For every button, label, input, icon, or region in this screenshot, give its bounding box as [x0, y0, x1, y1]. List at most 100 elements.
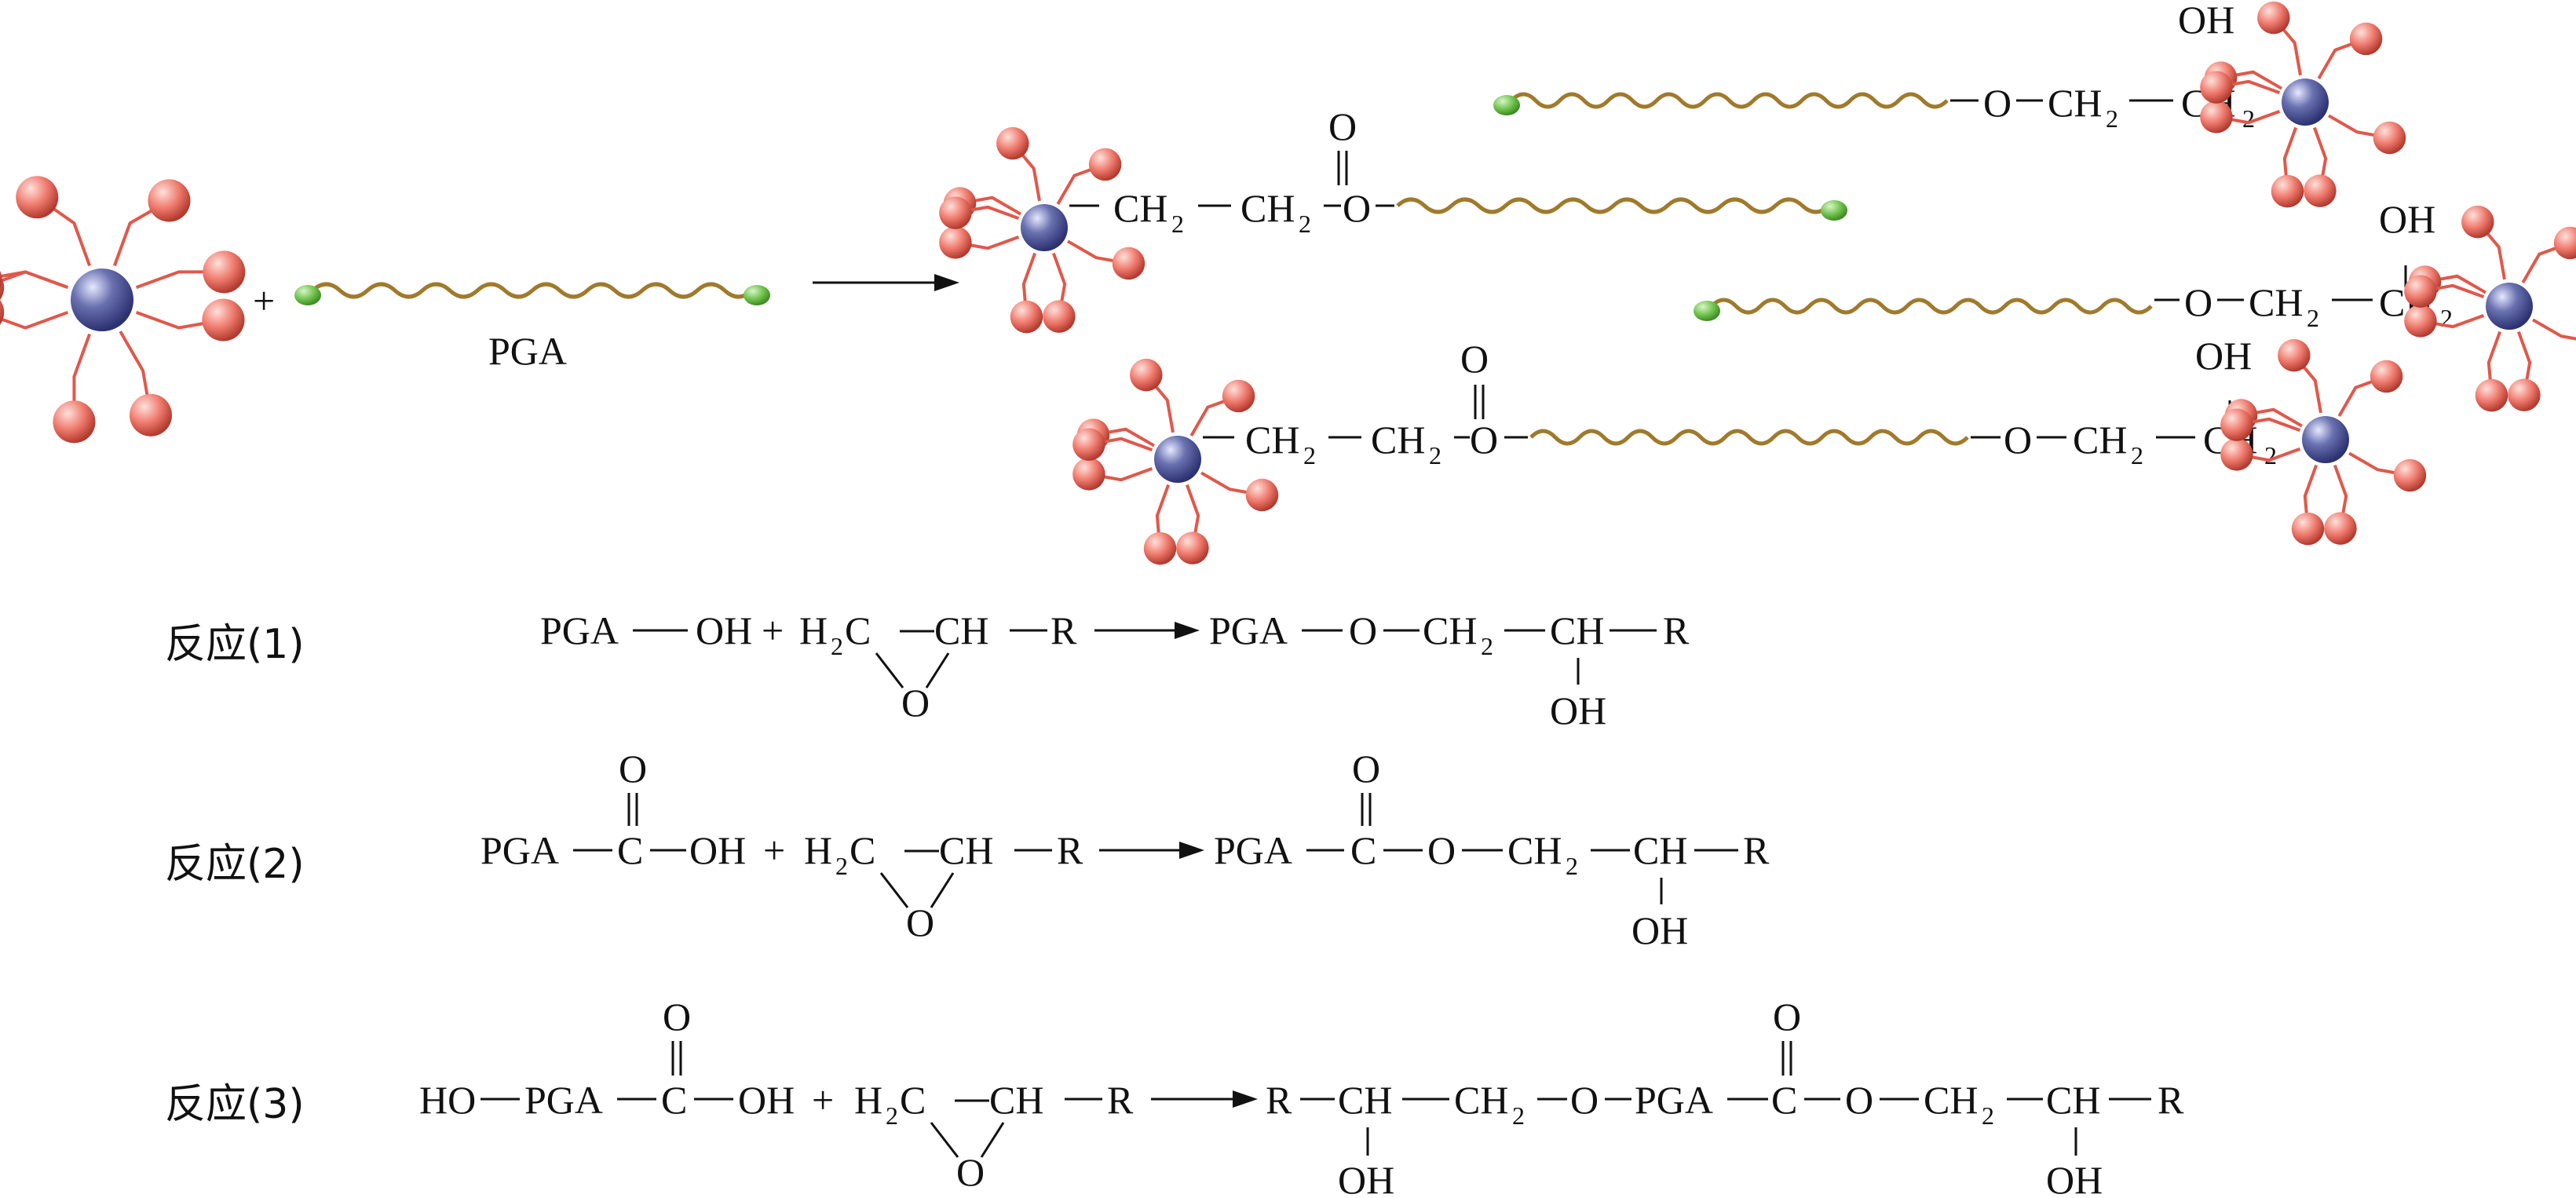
- arm-end-bead: [2393, 458, 2427, 492]
- arm-end-bead: [2508, 378, 2541, 411]
- subscript-2: 2: [1481, 632, 1493, 660]
- epoxide-ring-bond: [980, 1122, 1005, 1158]
- epoxide-ring-bond: [879, 872, 909, 908]
- subscript-2: 2: [886, 1101, 898, 1130]
- ch2-group: CH: [1113, 186, 1167, 230]
- arm-end-bead: [2200, 71, 2233, 104]
- ch2-group: CH: [2249, 280, 2303, 324]
- plus-sign: +: [762, 608, 784, 652]
- hydroxyl-group: OH: [1338, 1158, 1394, 1198]
- ch2-group: CH: [1507, 828, 1562, 872]
- chain-end: [294, 285, 321, 305]
- subscript-2: 2: [1982, 1101, 1994, 1130]
- pga-chain: [311, 282, 754, 299]
- ether-oxygen: O: [1570, 1078, 1599, 1122]
- epoxide-ring-bond: [875, 652, 904, 688]
- chain-end: [744, 285, 770, 305]
- arm-end-bead: [2324, 512, 2357, 545]
- hydroxyl-group: OH: [2195, 334, 2252, 378]
- arrow-head: [1175, 622, 1200, 639]
- arm-end-bead: [2373, 121, 2406, 155]
- plus-sign: +: [812, 1078, 834, 1122]
- arm-end-bead: [129, 393, 173, 436]
- subscript-2: 2: [2264, 441, 2277, 469]
- hydroxyl-group: OH: [2178, 0, 2234, 42]
- arm-end-bead: [1112, 247, 1145, 280]
- ether-oxygen: O: [1349, 608, 1377, 652]
- plus-sign: +: [253, 279, 275, 323]
- reaction-label-3: 反应(3): [165, 1081, 305, 1128]
- arm-end-bead: [2271, 174, 2304, 208]
- arm-end-bead: [203, 250, 246, 294]
- epoxide-ch: CH: [939, 828, 993, 872]
- arm-end-bead: [2220, 438, 2253, 471]
- hydroxyl-group: OH: [1631, 908, 1688, 952]
- arrow-head: [934, 274, 959, 291]
- ch-group: CH: [2046, 1078, 2100, 1122]
- epoxide-ring-bond: [925, 652, 950, 688]
- subscript-2: 2: [831, 632, 843, 660]
- ch2-group: CH: [1371, 418, 1425, 462]
- ether-oxygen: O: [2184, 280, 2212, 324]
- ch-group: CH: [1550, 608, 1604, 652]
- star-arm: [0, 270, 69, 290]
- star-polymer-core: [1072, 358, 1279, 565]
- arm-end-bead: [2200, 100, 2233, 133]
- carbonyl-carbon: C: [1350, 828, 1376, 872]
- ch2-group: CH: [1454, 1078, 1508, 1122]
- epoxide-ring-bond: [930, 872, 955, 908]
- reaction-label-2: 反应(2): [165, 841, 305, 888]
- chain-end: [1694, 301, 1720, 321]
- arm-end-bead: [1130, 358, 1163, 392]
- carbonyl-oxygen: O: [1328, 104, 1357, 148]
- subscript-2: 2: [1299, 210, 1311, 238]
- epoxide-ch: CH: [934, 608, 988, 652]
- ester-oxygen: O: [1470, 418, 1498, 462]
- arm-end-bead: [53, 400, 96, 444]
- arm-end-bead: [2278, 338, 2311, 372]
- hydroxyl-group: OH: [738, 1078, 795, 1122]
- arm-end-bead: [1245, 478, 1279, 512]
- core-sphere: [1154, 436, 1201, 483]
- star-arm: [2532, 318, 2576, 341]
- arm-end-bead: [2257, 1, 2290, 35]
- carbonyl-carbon: C: [617, 828, 643, 872]
- epoxide-ch: CH: [989, 1078, 1043, 1122]
- carbonyl-oxygen: O: [1773, 995, 1801, 1039]
- core-sphere: [2302, 416, 2349, 463]
- r-group: R: [1107, 1078, 1134, 1122]
- subscript-2: 2: [2131, 441, 2143, 469]
- ch2-group: CH: [1240, 186, 1295, 230]
- subscript-2: 2: [1303, 441, 1316, 469]
- hydroxyl-group: OH: [1550, 688, 1606, 732]
- arm-end-bead: [2404, 305, 2437, 338]
- ch2-group: CH: [1924, 1078, 1978, 1122]
- subscript-2: 2: [835, 852, 848, 880]
- pga-label: PGA: [488, 329, 567, 373]
- pga-group: PGA: [524, 1078, 603, 1122]
- epoxide-oxygen: O: [906, 900, 934, 944]
- star-polymer-core: [2220, 338, 2427, 546]
- ch-group: CH: [1338, 1078, 1392, 1122]
- epoxide-h: H: [804, 828, 832, 872]
- carbonyl-oxygen: O: [1352, 747, 1380, 791]
- hydroxyl-group: OH: [2046, 1158, 2103, 1198]
- arm-end-bead: [0, 299, 5, 325]
- hydroxyl-group: OH: [2379, 197, 2435, 241]
- carbonyl-oxygen: O: [1460, 337, 1489, 381]
- subscript-2: 2: [2307, 304, 2319, 332]
- arm-end-bead: [1088, 148, 1122, 181]
- core-sphere: [2282, 79, 2329, 126]
- pga-group: PGA: [540, 608, 619, 652]
- core-sphere: [71, 268, 133, 331]
- arrow-head: [1179, 842, 1204, 859]
- arm-end-bead: [2304, 174, 2337, 207]
- ether-oxygen: O: [2004, 418, 2032, 462]
- pga-chain: [1710, 298, 2153, 315]
- ether-oxygen: O: [1983, 81, 2011, 125]
- arm-end-bead: [1010, 300, 1043, 334]
- arm-end-bead: [1072, 458, 1105, 491]
- ch2-group: CH: [1423, 608, 1477, 652]
- r-group: R: [1266, 1078, 1292, 1122]
- ester-oxygen: O: [1845, 1078, 1873, 1122]
